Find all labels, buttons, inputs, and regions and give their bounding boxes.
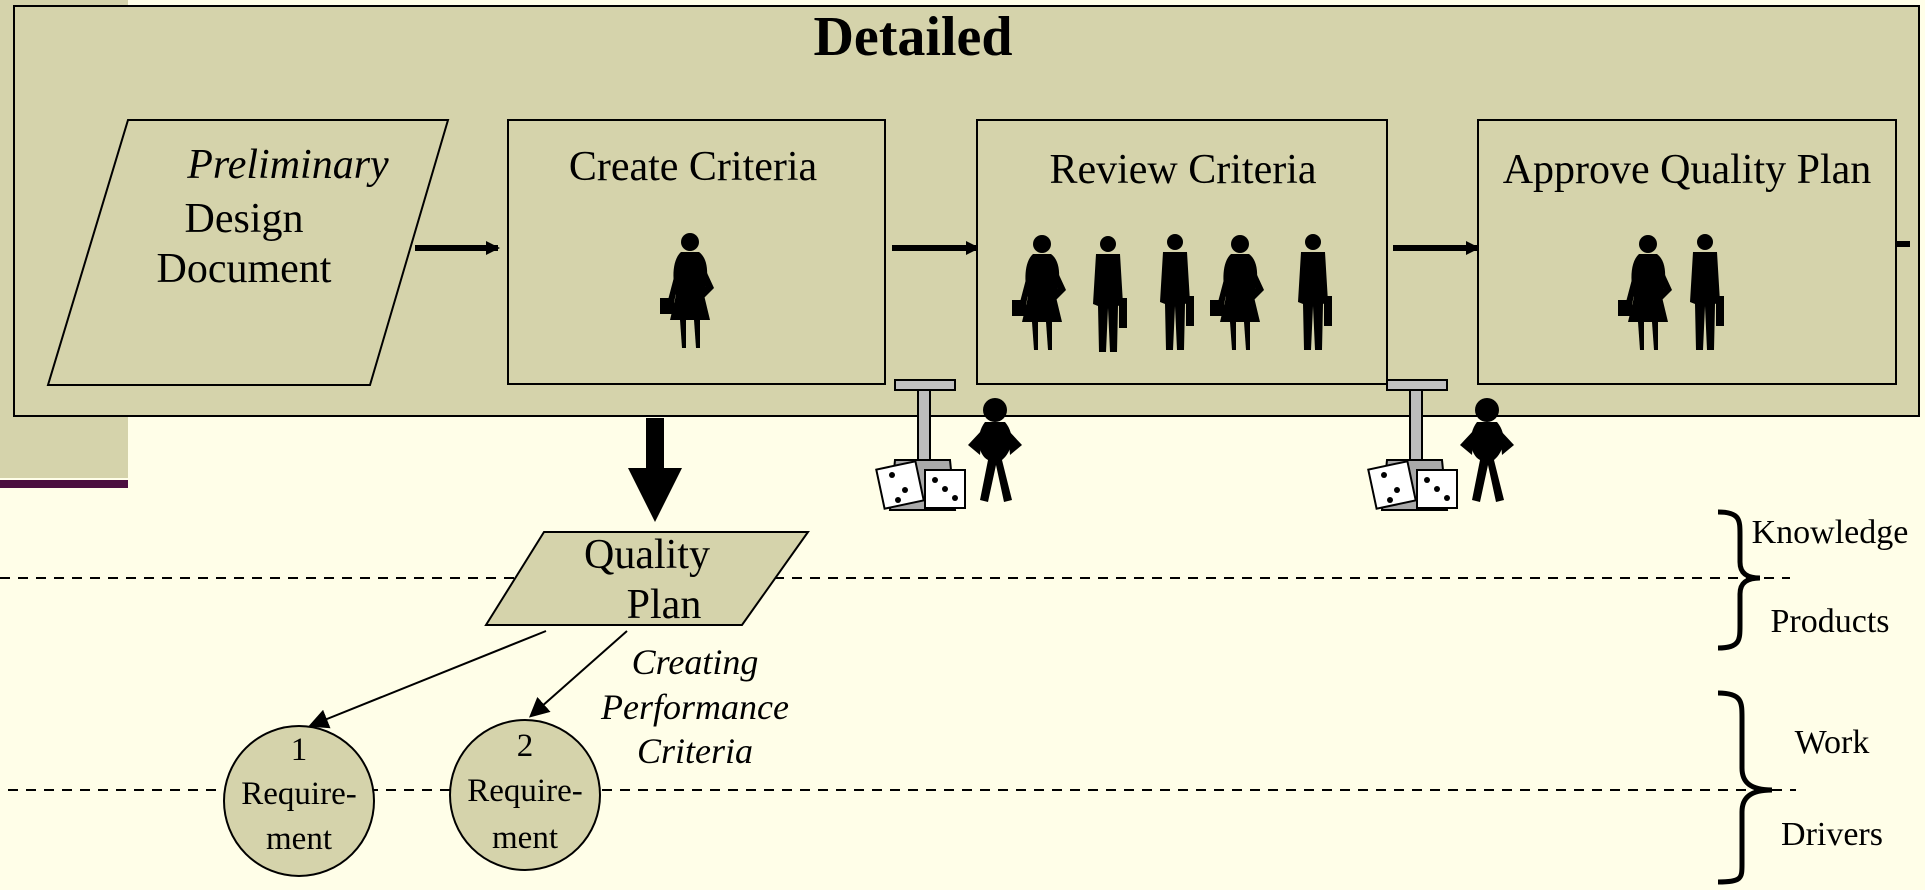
- requirement-2-line2: ment: [492, 820, 558, 856]
- panel-title: Detailed: [813, 6, 1012, 68]
- requirement-2-number: 2: [517, 728, 534, 764]
- down-arrow-shaft: [646, 418, 664, 470]
- quality-plan-line2: Plan: [627, 582, 702, 628]
- step-label-approve: Approve Quality Plan: [1503, 147, 1872, 193]
- work-drivers-brace: [1717, 690, 1773, 885]
- band-label-products: Products: [1771, 603, 1890, 640]
- requirement-2-line1: Require-: [467, 773, 582, 809]
- down-arrow-head: [628, 468, 682, 522]
- annotation-line1: Creating: [632, 642, 759, 682]
- input-doc-line3: Document: [157, 246, 332, 292]
- accent-bar: [0, 480, 128, 488]
- input-doc-line1: Preliminary: [186, 142, 389, 188]
- requirement-circle-1: [223, 725, 375, 877]
- band-label-drivers: Drivers: [1781, 816, 1883, 853]
- requirement-1-line1: Require-: [241, 776, 356, 812]
- requirement-circle-2: [449, 719, 601, 871]
- input-doc-line2: Design: [185, 196, 304, 242]
- quality-plan-shape: [484, 531, 810, 626]
- quality-plan-line1: Quality: [584, 532, 710, 578]
- band-label-knowledge: Knowledge: [1752, 514, 1909, 551]
- annotation-line2: Performance: [600, 687, 789, 727]
- arrow-to-requirement-2: [529, 630, 628, 718]
- band-label-work: Work: [1795, 724, 1870, 761]
- step-label-create: Create Criteria: [569, 144, 818, 190]
- requirement-1-number: 1: [291, 732, 308, 768]
- arrow-to-requirement-1: [308, 630, 547, 729]
- annotation-line3: Criteria: [637, 731, 753, 771]
- step-label-review: Review Criteria: [1049, 147, 1316, 193]
- approve-quality-plan-box: [1477, 119, 1897, 385]
- requirement-1-line2: ment: [266, 821, 332, 857]
- knowledge-products-brace: [1717, 509, 1761, 651]
- preliminary-design-document: [46, 119, 450, 386]
